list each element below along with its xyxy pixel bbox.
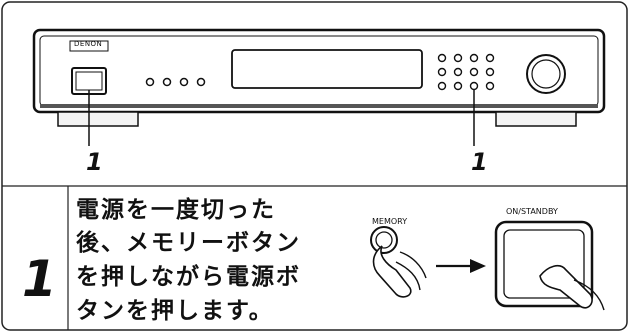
instruction-line: タンを押します。 [76,298,274,324]
brand-label: DENON [74,40,103,48]
small-button [179,77,189,87]
small-button [145,77,155,87]
right-foot [495,111,577,127]
memory-label: MEMORY [372,217,408,226]
left-foot [57,111,139,127]
memory-key [469,81,479,91]
standby-label: ON/STANDBY [506,207,558,216]
keypad [437,53,495,91]
callout-right: 1 [471,148,488,176]
small-button [162,77,172,87]
step-number: 1 [22,250,57,308]
display-window [231,49,423,89]
instruction-line: 電源を一度切った [76,197,276,223]
memory-button-illustration [370,226,427,298]
callout-left: 1 [86,148,103,176]
instruction-line: を押しながら電源ボ [76,264,301,290]
small-button [196,77,206,87]
standby-button-illustration [494,220,605,311]
instruction-line: 後、メモリーボタン [76,230,301,256]
tuning-knob [526,54,566,94]
tuner-unit [32,28,606,127]
brand-badge [69,40,109,52]
right-arrow [436,259,486,273]
